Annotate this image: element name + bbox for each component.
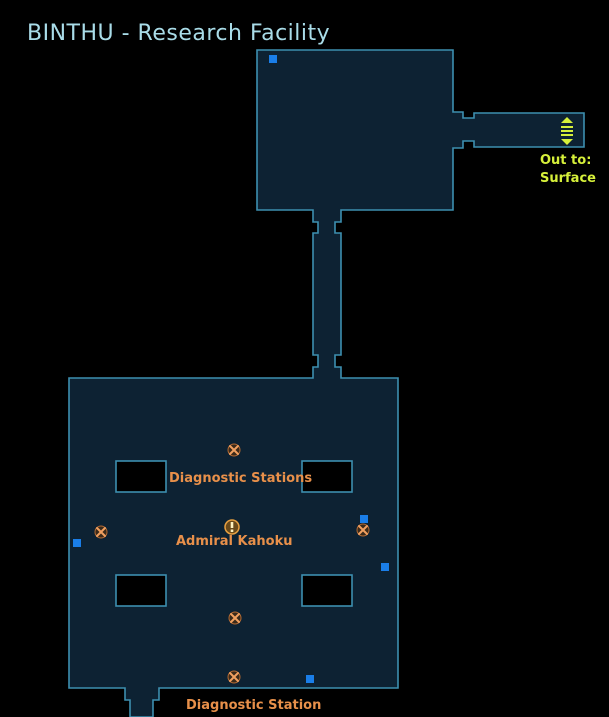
crossed-tools-icon[interactable] [227,670,241,684]
pillar-bottom-left [115,574,167,607]
admiral-kahoku-label: Admiral Kahoku [176,534,292,549]
diagnostic-station-label: Diagnostic Station [186,698,321,713]
crossed-tools-icon[interactable] [356,523,370,537]
blue-square-marker-icon[interactable] [73,539,81,547]
diagnostic-stations-label: Diagnostic Stations [169,471,312,486]
blue-square-marker-icon[interactable] [269,55,277,63]
blue-square-marker-icon[interactable] [381,563,389,571]
exclamation-marker-icon[interactable] [224,519,240,535]
exit-arrows-icon[interactable] [561,117,573,145]
exit-surface-label: Surface [540,171,596,186]
pillar-bottom-right [301,574,353,607]
map-title: BINTHU - Research Facility [27,21,330,46]
crossed-tools-icon[interactable] [227,443,241,457]
exit-out-to-label: Out to: [540,153,591,168]
blue-square-marker-icon[interactable] [306,675,314,683]
pillar-top-left [115,460,167,493]
crossed-tools-icon[interactable] [94,525,108,539]
upper-room [68,49,585,717]
pillar-top-right [301,460,353,493]
blue-square-marker-icon[interactable] [360,515,368,523]
crossed-tools-icon[interactable] [228,611,242,625]
